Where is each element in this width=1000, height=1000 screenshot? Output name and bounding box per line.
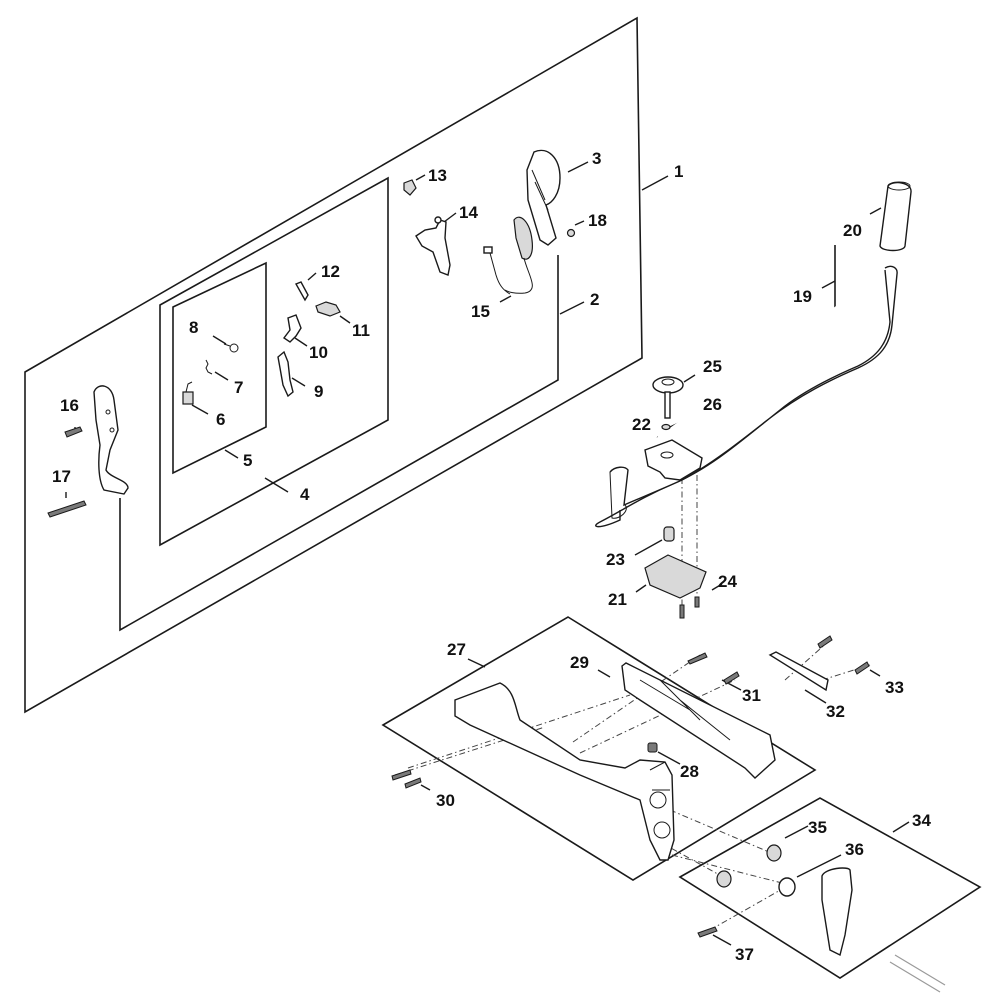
callout-27: 27 [447, 640, 466, 659]
callout-7: 7 [234, 378, 243, 397]
part-handle-half[interactable] [93, 385, 129, 495]
part-25-knob[interactable] [652, 376, 684, 419]
group-frame-2 [119, 255, 559, 632]
part-36-hose-clamp[interactable] [778, 877, 796, 897]
part-22-clamp-upper[interactable] [644, 439, 703, 481]
group-frame-1 [24, 16, 643, 714]
part-9-interlock-lever[interactable] [277, 350, 294, 398]
part-8-spring[interactable] [223, 343, 239, 353]
part-21-clamp-lower[interactable] [644, 554, 707, 599]
callout-labels: 1 2 3 4 5 6 7 8 9 10 11 12 13 14 15 16 1… [52, 149, 931, 964]
callout-10: 10 [309, 343, 328, 362]
callout-19: 19 [793, 287, 812, 306]
part-14-throttle-trigger[interactable] [415, 216, 451, 276]
part-26-washer[interactable] [661, 423, 671, 431]
part-end-cap[interactable] [821, 867, 853, 957]
callout-22: 22 [632, 415, 651, 434]
callout-17: 17 [52, 467, 71, 486]
part-16-screw[interactable] [64, 426, 83, 438]
part-37-screw[interactable] [697, 926, 718, 938]
part-28-plug[interactable] [647, 742, 658, 753]
group-frame-27 [381, 616, 817, 881]
callout-12: 12 [321, 262, 340, 281]
callout-26: 26 [703, 395, 722, 414]
callout-11: 11 [352, 321, 370, 340]
callout-3: 3 [592, 149, 601, 168]
part-30-screws[interactable] [391, 769, 422, 789]
group-frame-34 [678, 797, 982, 979]
callout-1: 1 [674, 162, 683, 181]
part-24-screws[interactable] [679, 596, 700, 619]
callout-36: 36 [845, 840, 864, 859]
part-23-spring[interactable] [663, 526, 675, 542]
callout-29: 29 [570, 653, 589, 672]
leader-lines [65, 161, 910, 946]
part-20-grip[interactable] [879, 181, 912, 252]
callout-8: 8 [189, 318, 198, 337]
part-27-handle-housing[interactable] [454, 682, 675, 861]
part-3-handle-shell[interactable] [526, 149, 561, 246]
callout-33: 33 [885, 678, 904, 697]
part-32-strip[interactable] [768, 651, 829, 692]
callout-28: 28 [680, 762, 699, 781]
callout-15: 15 [471, 302, 490, 321]
callout-20: 20 [843, 221, 862, 240]
callout-31: 31 [742, 686, 761, 705]
callout-5: 5 [243, 451, 252, 470]
part-29-cover[interactable] [621, 662, 776, 779]
part-35-bushings[interactable] [716, 844, 782, 888]
part-31-screws[interactable] [687, 652, 740, 685]
callout-35: 35 [808, 818, 827, 837]
callout-2: 2 [590, 290, 599, 309]
part-33-screws[interactable] [817, 635, 870, 675]
callout-25: 25 [703, 357, 722, 376]
callout-16: 16 [60, 396, 79, 415]
callout-23: 23 [606, 550, 625, 569]
part-17-screw[interactable] [47, 500, 87, 518]
callout-4: 4 [300, 485, 310, 504]
part-7-spring[interactable] [205, 359, 213, 375]
callout-9: 9 [314, 382, 323, 401]
part-18-nut[interactable] [566, 228, 576, 238]
callout-37: 37 [735, 945, 754, 964]
part-13-clip[interactable] [403, 179, 417, 196]
part-12-lever[interactable] [294, 281, 309, 302]
part-10-lockout[interactable] [282, 314, 302, 343]
callout-6: 6 [216, 410, 225, 429]
group-frame-4 [159, 176, 389, 547]
callout-30: 30 [436, 791, 455, 810]
drive-shaft-reference [889, 954, 946, 993]
part-11-lock[interactable] [315, 301, 341, 317]
group-frame-5 [172, 261, 267, 475]
callout-34: 34 [912, 811, 931, 830]
part-15-switch-cable[interactable] [483, 216, 533, 295]
part-6-torsion-spring[interactable] [182, 381, 194, 405]
callout-18: 18 [588, 211, 607, 230]
callout-13: 13 [428, 166, 447, 185]
callout-24: 24 [718, 572, 737, 591]
callout-32: 32 [826, 702, 845, 721]
callout-14: 14 [459, 203, 478, 222]
callout-21: 21 [608, 590, 627, 609]
